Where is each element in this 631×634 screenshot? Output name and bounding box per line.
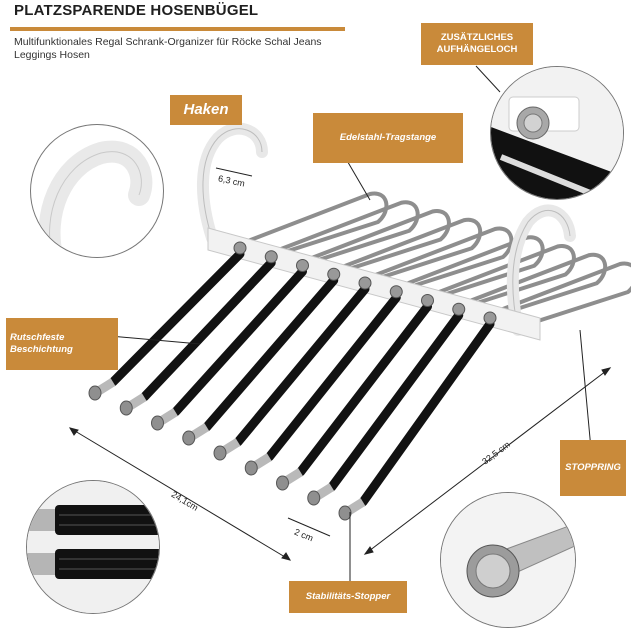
steel-loop [488,261,631,332]
rod [358,319,495,507]
stability-stopper [244,460,258,476]
steel-loop [300,209,451,280]
label-stabilitaet: Stabilitäts-Stopper [289,581,407,613]
stability-stopper [119,400,133,416]
stability-stopper [88,385,102,401]
bar-stopper [233,241,247,255]
rod [264,293,401,462]
rod [171,267,307,417]
steel-loops [238,191,631,332]
inset-stopper [440,492,576,628]
steel-loop [269,200,420,271]
label-edelstahl: Edelstahl-Tragstange [313,113,463,163]
bar-stopper [264,250,278,264]
dimension-lines [68,167,612,561]
rod [202,275,339,432]
inset-hook [30,124,164,258]
bar-stopper [327,267,341,281]
page-title: PLATZSPARENDE HOSENBÜGEL [14,2,259,19]
rod [296,302,432,477]
label-haken: Haken [170,95,242,125]
stability-stopper [151,415,164,431]
bar-stopper [483,311,497,325]
stability-stopper [213,445,227,461]
label-stoppring: STOPPRING [560,440,626,496]
title-underline [10,27,345,31]
stability-stopper [276,475,289,491]
page-subtitle: Multifunktionales Regal Schrank-Organize… [14,36,322,61]
rod [327,310,464,492]
bar-stopper [389,285,403,299]
steel-loop [363,226,514,297]
bar-stopper [421,294,434,307]
stability-stopper [338,505,352,521]
steel-loop [238,191,389,262]
rod [233,284,370,447]
rods-group [88,241,497,521]
inset-hanging-hole [490,66,624,200]
stability-stopper [182,430,196,446]
bar-stopper [296,259,309,272]
rod [139,258,276,402]
steel-loop [456,252,608,324]
steel-loop [425,244,576,315]
inset-coating [26,480,160,614]
bar-stopper [358,276,372,290]
rod [108,249,245,387]
bar-stopper [452,302,466,316]
label-rutschfeste: Rutschfeste Beschichtung [6,318,118,370]
stability-stopper [307,490,321,506]
steel-loop [331,217,483,289]
label-zusatz: ZUSÄTZLICHES AUFHÄNGELOCH [421,23,533,65]
